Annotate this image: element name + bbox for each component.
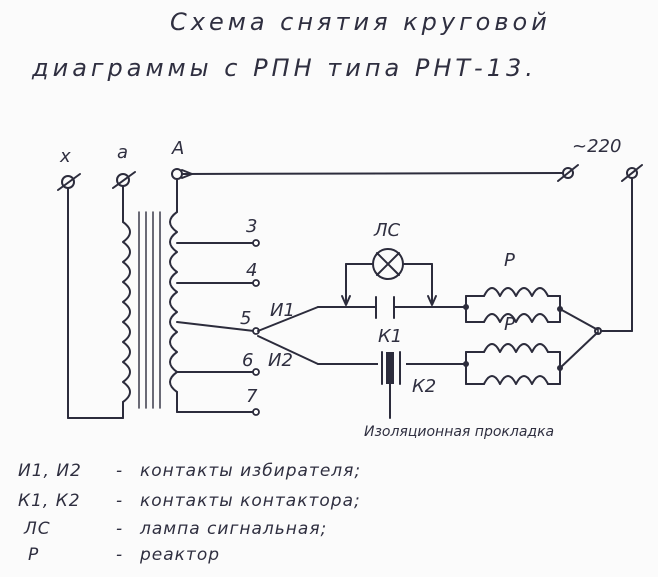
transformer-core bbox=[138, 211, 161, 409]
wire-A-supply bbox=[181, 169, 564, 179]
legend-text-3: лампа сигнальная; bbox=[139, 519, 327, 539]
contact-u1-label: И1 bbox=[270, 300, 295, 321]
contact-k2-label: К2 bbox=[412, 376, 436, 397]
tap-contact-7 bbox=[252, 408, 260, 416]
terminal-a bbox=[112, 171, 136, 189]
tap-label-7: 7 bbox=[246, 386, 258, 407]
legend-text-4: реактор bbox=[139, 545, 220, 565]
terminal-x bbox=[57, 173, 81, 191]
tap-label-6: 6 bbox=[242, 350, 253, 371]
legend-dash-1: - bbox=[116, 461, 123, 481]
terminal-x-label: x bbox=[59, 146, 71, 167]
legend-dash-3: - bbox=[116, 519, 123, 539]
winding-A-taps bbox=[169, 178, 255, 413]
contact-k1-label: К1 bbox=[378, 326, 402, 347]
tap-label-5: 5 bbox=[240, 308, 251, 329]
legend-text-1: контакты избирателя; bbox=[140, 461, 361, 481]
insulation-callout: Изоляционная прокладка bbox=[364, 424, 554, 440]
title-line-2: диаграммы с РПН типа РНТ-13. bbox=[31, 54, 537, 82]
contact-u2-label: И2 bbox=[268, 350, 293, 371]
terminal-a-label: a bbox=[117, 142, 128, 163]
title-line-1: Схема снятия круговой bbox=[170, 8, 551, 36]
contactor-k2 bbox=[378, 351, 406, 419]
tap-label-4: 4 bbox=[246, 260, 257, 281]
legend-dash-4: - bbox=[116, 545, 123, 565]
reactor-bottom-label: Р bbox=[504, 314, 515, 335]
legend-key-3: ЛС bbox=[23, 519, 51, 539]
terminal-A bbox=[171, 168, 183, 180]
tap-contact-6 bbox=[252, 368, 260, 376]
reactor-top bbox=[463, 287, 563, 323]
legend-key-1: И1, И2 bbox=[18, 461, 82, 481]
reactor-bottom bbox=[463, 343, 563, 385]
legend-key-2: К1, К2 bbox=[18, 491, 81, 511]
legend-key-4: Р bbox=[28, 545, 39, 565]
tap-contact-4 bbox=[252, 279, 260, 287]
lamp-label: ЛС bbox=[373, 220, 401, 241]
tap-label-3: 3 bbox=[246, 216, 257, 237]
tap-contact-3 bbox=[252, 239, 260, 247]
wire-reactors-supply bbox=[559, 177, 633, 369]
legend: И1, И2 - контакты избирателя; К1, К2 - к… bbox=[18, 461, 361, 565]
terminal-A-label: A bbox=[171, 138, 184, 159]
supply-label: ~220 bbox=[572, 136, 621, 157]
winding-x-a bbox=[67, 185, 131, 419]
contactor-k1 bbox=[365, 296, 405, 319]
legend-text-2: контакты контактора; bbox=[140, 491, 361, 511]
legend-dash-2: - bbox=[116, 491, 123, 511]
reactor-top-label: Р bbox=[504, 250, 515, 271]
signal-lamp bbox=[341, 248, 437, 306]
